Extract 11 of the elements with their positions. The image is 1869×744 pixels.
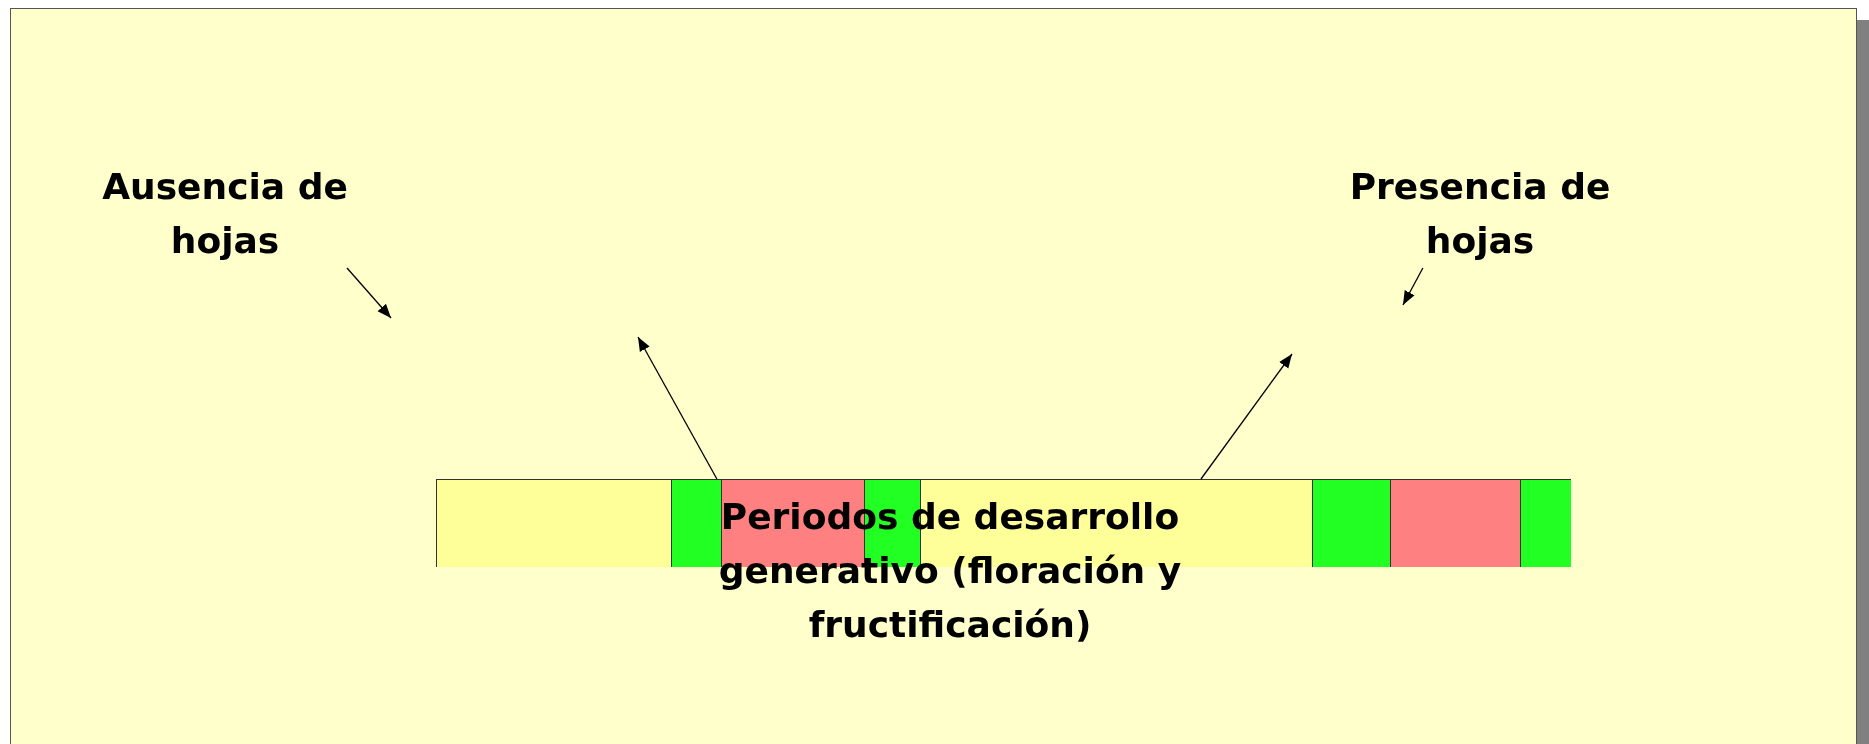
annotation-text: Presencia de hojas (1320, 160, 1640, 268)
arrow (1200, 353, 1293, 480)
bar-segment (1390, 479, 1520, 567)
arrow (346, 267, 392, 319)
bar-segment (671, 479, 721, 567)
bar-segment (1312, 479, 1390, 567)
annotation-text: Ausencia de hojas (60, 160, 390, 268)
bar-segment (436, 479, 671, 567)
arrow (1402, 267, 1424, 306)
bar-segment (1520, 479, 1571, 567)
arrow (637, 336, 718, 480)
